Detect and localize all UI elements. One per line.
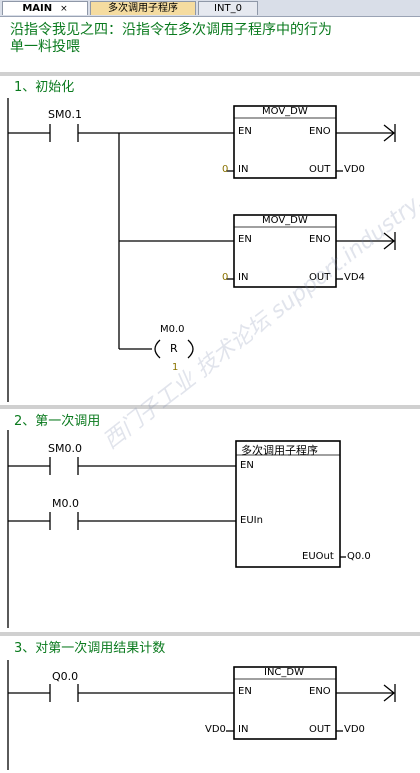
box-title: MOV_DW — [262, 106, 308, 117]
tab-main[interactable]: MAIN × — [2, 1, 88, 15]
coil-address: M0.0 — [160, 324, 185, 335]
pin-en: EN — [238, 126, 252, 137]
tab-int0-label: INT_0 — [214, 3, 242, 14]
network-divider — [0, 632, 420, 636]
coil-type: R — [170, 342, 178, 355]
pin-out: OUT — [309, 164, 331, 175]
box-title: 多次调用子程序 — [241, 444, 318, 457]
out-value[interactable]: VD4 — [344, 272, 365, 283]
mov-dw-box-1[interactable] — [226, 105, 343, 179]
in-value[interactable]: VD0 — [205, 724, 226, 735]
eno-arrow-icon — [383, 684, 396, 702]
pin-out: OUT — [309, 272, 331, 283]
contact-address: SM0.1 — [48, 108, 82, 121]
network-divider — [0, 405, 420, 409]
program-comment-line1: 沿指令我见之四：沿指令在多次调用子程序中的行为 — [10, 22, 332, 38]
eno-arrow-icon — [383, 232, 396, 250]
contact-address: Q0.0 — [52, 670, 79, 683]
coil-count[interactable]: 1 — [172, 362, 179, 373]
tab-subroutine[interactable]: 多次调用子程序 — [90, 1, 196, 15]
pin-euin: EUIn — [240, 515, 263, 526]
pin-euout: EUOut — [302, 551, 334, 562]
editor-tab-bar: MAIN × 多次调用子程序 INT_0 — [0, 0, 420, 17]
tab-int0[interactable]: INT_0 — [198, 1, 258, 15]
pin-en: EN — [238, 234, 252, 245]
tab-main-label: MAIN — [22, 3, 53, 14]
subroutine-call-box[interactable] — [235, 440, 346, 568]
program-comment-line2: 单一料投喂 — [10, 39, 80, 55]
pin-en: EN — [240, 460, 254, 471]
pin-in: IN — [238, 724, 249, 735]
pin-eno: ENO — [309, 234, 331, 245]
close-icon[interactable]: × — [60, 4, 68, 14]
contact-address: M0.0 — [52, 497, 79, 510]
pin-out: OUT — [309, 724, 331, 735]
pin-in: IN — [238, 164, 249, 175]
contact-address: SM0.0 — [48, 442, 82, 455]
pin-eno: ENO — [309, 126, 331, 137]
in-value[interactable]: 0 — [222, 272, 229, 283]
out-value[interactable]: Q0.0 — [347, 551, 371, 562]
pin-en: EN — [238, 686, 252, 697]
reset-coil[interactable] — [154, 339, 194, 359]
out-value[interactable]: VD0 — [344, 164, 365, 175]
eno-arrow-icon — [383, 124, 396, 142]
pin-in: IN — [238, 272, 249, 283]
network-3-title: 3、对第一次调用结果计数 — [14, 641, 166, 656]
contact-q0-0[interactable] — [8, 684, 234, 702]
in-value[interactable]: 0 — [222, 164, 229, 175]
out-value[interactable]: VD0 — [344, 724, 365, 735]
network-divider — [0, 72, 420, 76]
network-2-title: 2、第一次调用 — [14, 414, 101, 429]
tab-subroutine-label: 多次调用子程序 — [108, 3, 178, 14]
contact-sm0-1[interactable] — [8, 124, 234, 142]
box-title: MOV_DW — [262, 215, 308, 226]
contact-m0-0[interactable] — [8, 512, 236, 530]
inc-dw-box[interactable] — [226, 666, 343, 740]
contact-sm0-0[interactable] — [8, 457, 236, 475]
pin-eno: ENO — [309, 686, 331, 697]
mov-dw-box-2[interactable] — [226, 214, 343, 288]
box-title: INC_DW — [264, 667, 304, 678]
network-1-title: 1、初始化 — [14, 80, 75, 95]
